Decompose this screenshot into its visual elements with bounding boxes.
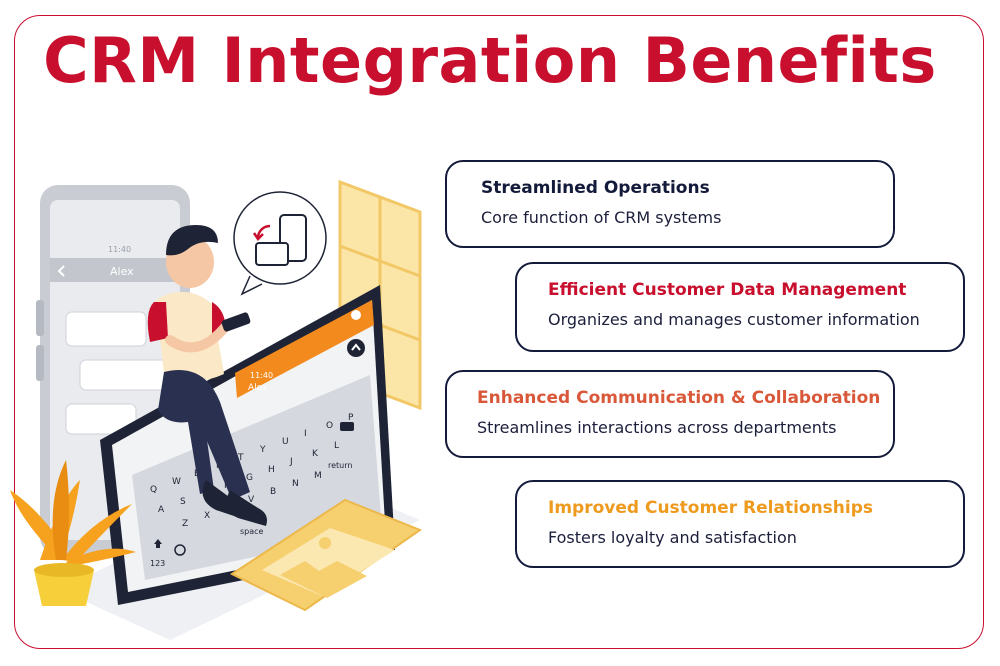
benefit-heading: Enhanced Communication & Collaboration	[477, 388, 881, 408]
keyboard-key: S	[180, 497, 186, 507]
benefit-description: Fosters loyalty and satisfaction	[548, 528, 797, 547]
benefit-card-streamlined-operations: Streamlined Operations Core function of …	[445, 160, 895, 248]
keyboard-key: I	[304, 429, 307, 439]
keyboard-key: O	[326, 421, 333, 431]
back-phone-time: 11:40	[108, 245, 131, 254]
keyboard-key: Z	[182, 519, 188, 529]
benefit-heading: Streamlined Operations	[481, 178, 710, 198]
keyboard-key: Q	[150, 485, 157, 495]
shift-icon	[154, 539, 162, 548]
space-key: space	[240, 527, 264, 536]
numbers-key: 123	[150, 559, 165, 568]
keyboard-key: P	[348, 413, 354, 423]
benefit-description: Core function of CRM systems	[481, 208, 722, 227]
keyboard-key: G	[246, 473, 253, 483]
front-phone-contact: Alex	[248, 383, 268, 393]
phone-rotate-icon	[252, 214, 307, 266]
keyboard-key: X	[204, 511, 210, 521]
front-phone-time: 11:40	[250, 371, 273, 380]
keyboard-key: W	[172, 477, 181, 487]
keyboard-key: Y	[259, 445, 266, 455]
speech-bubble	[233, 191, 327, 296]
keyboard-key: K	[312, 449, 319, 459]
backspace-icon	[340, 422, 354, 431]
return-key: return	[328, 461, 352, 470]
keyboard-key: N	[292, 479, 299, 489]
benefit-card-communication-collaboration: Enhanced Communication & Collaboration S…	[445, 370, 895, 458]
keyboard-key: L	[334, 441, 339, 451]
benefit-description: Streamlines interactions across departme…	[477, 418, 837, 437]
benefit-description: Organizes and manages customer informati…	[548, 310, 920, 329]
settings-icon	[351, 310, 361, 320]
keyboard-key: U	[282, 437, 289, 447]
benefit-heading: Improved Customer Relationships	[548, 498, 874, 518]
potted-plant	[10, 460, 136, 606]
content-frame	[14, 15, 984, 649]
image-icon	[280, 561, 367, 598]
back-arrow-icon	[57, 265, 65, 277]
page-title: CRM Integration Benefits	[43, 24, 937, 97]
person-with-phone	[147, 225, 267, 526]
crm-illustration: 11:40 Alex 11:40 Alex Q W E R T Y U I O …	[10, 179, 423, 640]
globe-icon	[174, 544, 186, 556]
keyboard-key: A	[158, 505, 165, 515]
arrow-up-icon	[347, 339, 365, 357]
keyboard-key: J	[289, 457, 293, 467]
keyboard-key: V	[248, 495, 255, 505]
image-card	[229, 498, 423, 612]
benefit-card-customer-data-management: Efficient Customer Data Management Organ…	[515, 262, 965, 352]
benefit-heading: Efficient Customer Data Management	[548, 280, 907, 300]
keyboard-key: T	[237, 453, 244, 463]
keyboard-key: M	[314, 471, 322, 481]
benefit-card-customer-relationships: Improved Customer Relationships Fosters …	[515, 480, 965, 568]
keyboard-key: B	[270, 487, 276, 497]
keyboard-key: H	[268, 465, 275, 475]
back-phone-contact: Alex	[110, 265, 134, 278]
